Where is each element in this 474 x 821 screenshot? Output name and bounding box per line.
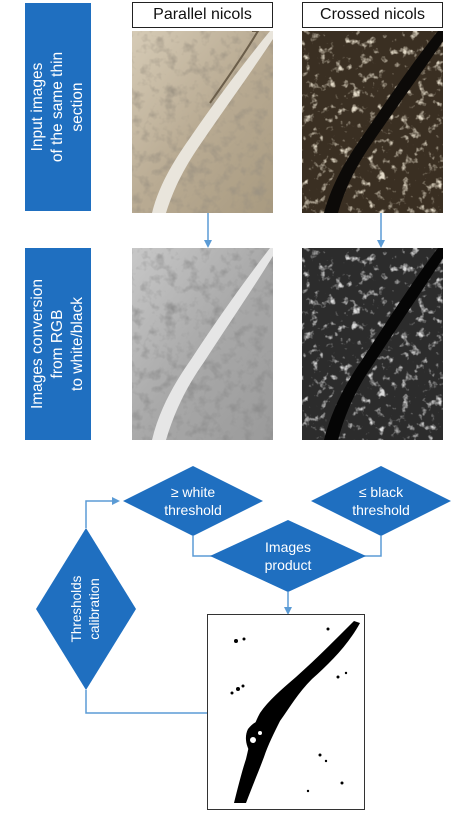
step-input-images: Input images of the same thin section	[25, 3, 91, 211]
decision-images-product	[210, 520, 366, 592]
label-white-threshold: ≥ white threshold	[138, 483, 248, 519]
header-crossed-nicols: Crossed nicols	[302, 2, 443, 28]
header-crossed-label: Crossed nicols	[320, 6, 425, 23]
label-product-line-1: Images	[265, 539, 311, 555]
label-calibration-line-2: calibration	[87, 578, 102, 640]
photo-parallel-nicols-color	[132, 31, 273, 213]
label-black-line-2: threshold	[352, 502, 410, 518]
header-parallel-label: Parallel nicols	[153, 6, 252, 23]
result-binary-image	[207, 614, 365, 810]
label-product-line-2: product	[264, 557, 312, 573]
label-white-line-1: ≥ white	[170, 484, 216, 500]
photo-crossed-nicols-grayscale	[302, 248, 443, 440]
header-parallel-nicols: Parallel nicols	[132, 2, 273, 28]
decision-thresholds-calibration	[36, 528, 136, 690]
label-thresholds-calibration: Thresholds calibration	[68, 549, 104, 669]
step-input-line-3: section	[69, 82, 86, 132]
photo-parallel-nicols-grayscale	[132, 248, 273, 440]
step-conversion-line-2: from RGB	[49, 309, 66, 379]
arrow-calibration-to-white	[85, 497, 120, 528]
step-images-conversion: Images conversion from RGB to white/blac…	[25, 248, 91, 440]
label-images-product: Images product	[233, 538, 343, 574]
step-conversion-line-3: to white/black	[69, 297, 86, 391]
label-calibration-line-1: Thresholds	[69, 575, 84, 643]
step-conversion-line-1: Images conversion	[29, 278, 46, 410]
step-input-line-2: of the same thin	[49, 51, 66, 163]
label-black-line-1: ≤ black	[358, 484, 404, 500]
decision-white-threshold	[123, 466, 263, 536]
photo-crossed-nicols-color	[302, 31, 443, 213]
step-input-line-1: Input images	[29, 62, 46, 152]
label-black-threshold: ≤ black threshold	[326, 483, 436, 519]
connector-result-to-calibration	[85, 690, 207, 714]
decision-black-threshold	[311, 466, 451, 536]
label-white-line-2: threshold	[164, 502, 222, 518]
